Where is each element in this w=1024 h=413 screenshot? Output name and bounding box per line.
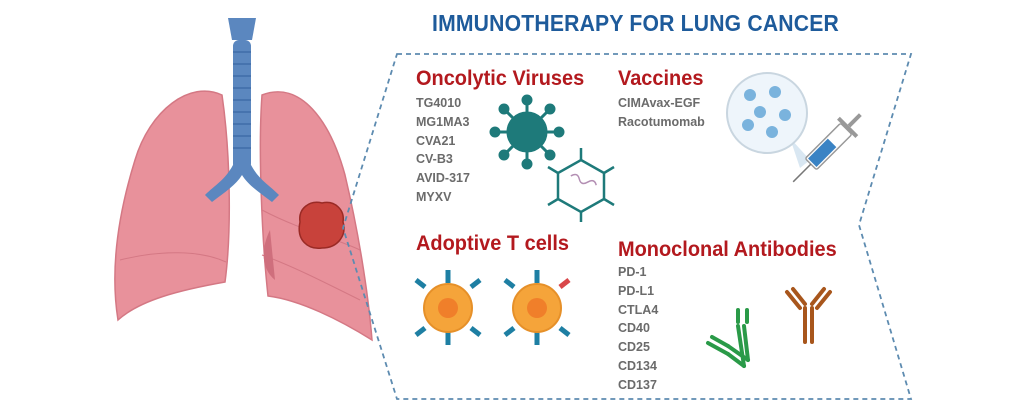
antibody-brown-icon [785, 287, 832, 344]
list-item: PD-1 [618, 265, 647, 279]
list-item: CD134 [618, 358, 657, 373]
t-cell-icon-1 [414, 270, 482, 345]
list-item: CV-B3 [416, 152, 453, 167]
list-item: CTLA4 [618, 302, 659, 317]
list-item: CD40 [618, 321, 650, 336]
list-item: AVID-317 [416, 171, 470, 186]
vaccines-heading: Vaccines [618, 67, 704, 90]
monoclonal-antibodies-heading: Monoclonal Antibodies [618, 238, 837, 261]
list-item: CIMAvax-EGF [618, 96, 701, 110]
page-title: IMMUNOTHERAPY FOR LUNG CANCER [432, 10, 839, 36]
virus-icon [489, 94, 565, 170]
t-cell-icon-2 [503, 270, 571, 345]
monoclonal-antibodies-list: PD-1 PD-L1 CTLA4 CD40 CD25 CD134 CD137 [618, 263, 658, 395]
oncolytic-viruses-list: TG4010 MG1MA3 CVA21 CV-B3 AVID-317 MYXV [416, 94, 470, 207]
list-item: MYXV [416, 189, 452, 204]
list-item: PD-L1 [618, 283, 655, 298]
adoptive-t-cells-heading: Adoptive T cells [416, 232, 569, 255]
trachea-icon [205, 18, 279, 202]
oncolytic-viruses-heading: Oncolytic Viruses [416, 67, 585, 90]
dashed-callout-frame [342, 53, 913, 400]
list-item: CVA21 [416, 133, 456, 148]
list-item: CD25 [618, 340, 650, 355]
list-item: CD137 [618, 377, 657, 392]
vaccines-list: CIMAvax-EGF Racotumomab [618, 94, 705, 132]
bacteriophage-icon [547, 148, 615, 222]
list-item: MG1MA3 [416, 114, 470, 129]
list-item: Racotumomab [618, 114, 705, 129]
vaccine-icon [726, 72, 862, 183]
list-item: TG4010 [416, 96, 462, 110]
left-lung [114, 90, 231, 322]
lungs-illustration [114, 18, 373, 342]
antibody-green-icon [706, 308, 750, 368]
tumor-icon [298, 201, 345, 249]
